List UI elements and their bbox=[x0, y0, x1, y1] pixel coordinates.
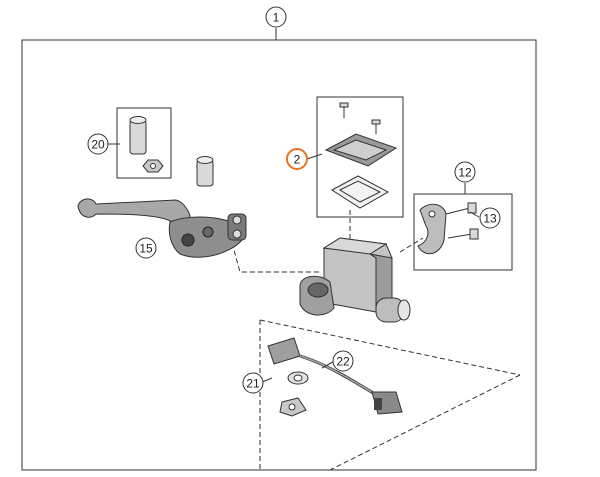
assembly-frame bbox=[21, 39, 537, 471]
callout-13: 13 bbox=[479, 207, 501, 229]
part-22-cable bbox=[299, 354, 403, 415]
callout-1-label: 1 bbox=[273, 11, 280, 25]
kit-20-frame bbox=[116, 107, 172, 179]
callout-22: 22 bbox=[332, 350, 354, 372]
part-13-bolts bbox=[445, 202, 479, 240]
lever-sleeve bbox=[196, 156, 214, 187]
callout-2: 2 bbox=[286, 148, 308, 170]
callout-20: 20 bbox=[87, 133, 109, 155]
kit-2-frame bbox=[316, 96, 404, 218]
part-21-switch-bracket bbox=[267, 337, 309, 385]
kit-12-frame bbox=[413, 193, 513, 271]
part-2-cap bbox=[324, 133, 398, 167]
callout-13-label: 13 bbox=[483, 212, 497, 226]
part-21-nut bbox=[279, 397, 307, 417]
callout-20-label: 20 bbox=[91, 138, 105, 152]
part-12-clamp bbox=[417, 203, 447, 255]
callout-2-label: 2 bbox=[294, 153, 301, 167]
callout-21: 21 bbox=[242, 372, 264, 394]
part-2-gasket bbox=[331, 175, 390, 209]
callout-21-label: 21 bbox=[246, 377, 260, 391]
part-15-brake-lever bbox=[77, 198, 247, 258]
callout-12: 12 bbox=[454, 161, 476, 183]
callout-leaders bbox=[108, 143, 480, 383]
part-2-screws bbox=[339, 102, 381, 134]
master-cylinder-body bbox=[299, 237, 411, 323]
callout-1: 1 bbox=[265, 6, 287, 28]
assembly-dash-lines bbox=[231, 210, 521, 471]
callout-12-label: 12 bbox=[458, 166, 472, 180]
part-20-nut bbox=[142, 159, 164, 173]
callout-15: 15 bbox=[135, 237, 157, 259]
callout-15-label: 15 bbox=[139, 242, 153, 256]
part-20-sleeve bbox=[129, 116, 147, 155]
callout-22-label: 22 bbox=[336, 355, 350, 369]
